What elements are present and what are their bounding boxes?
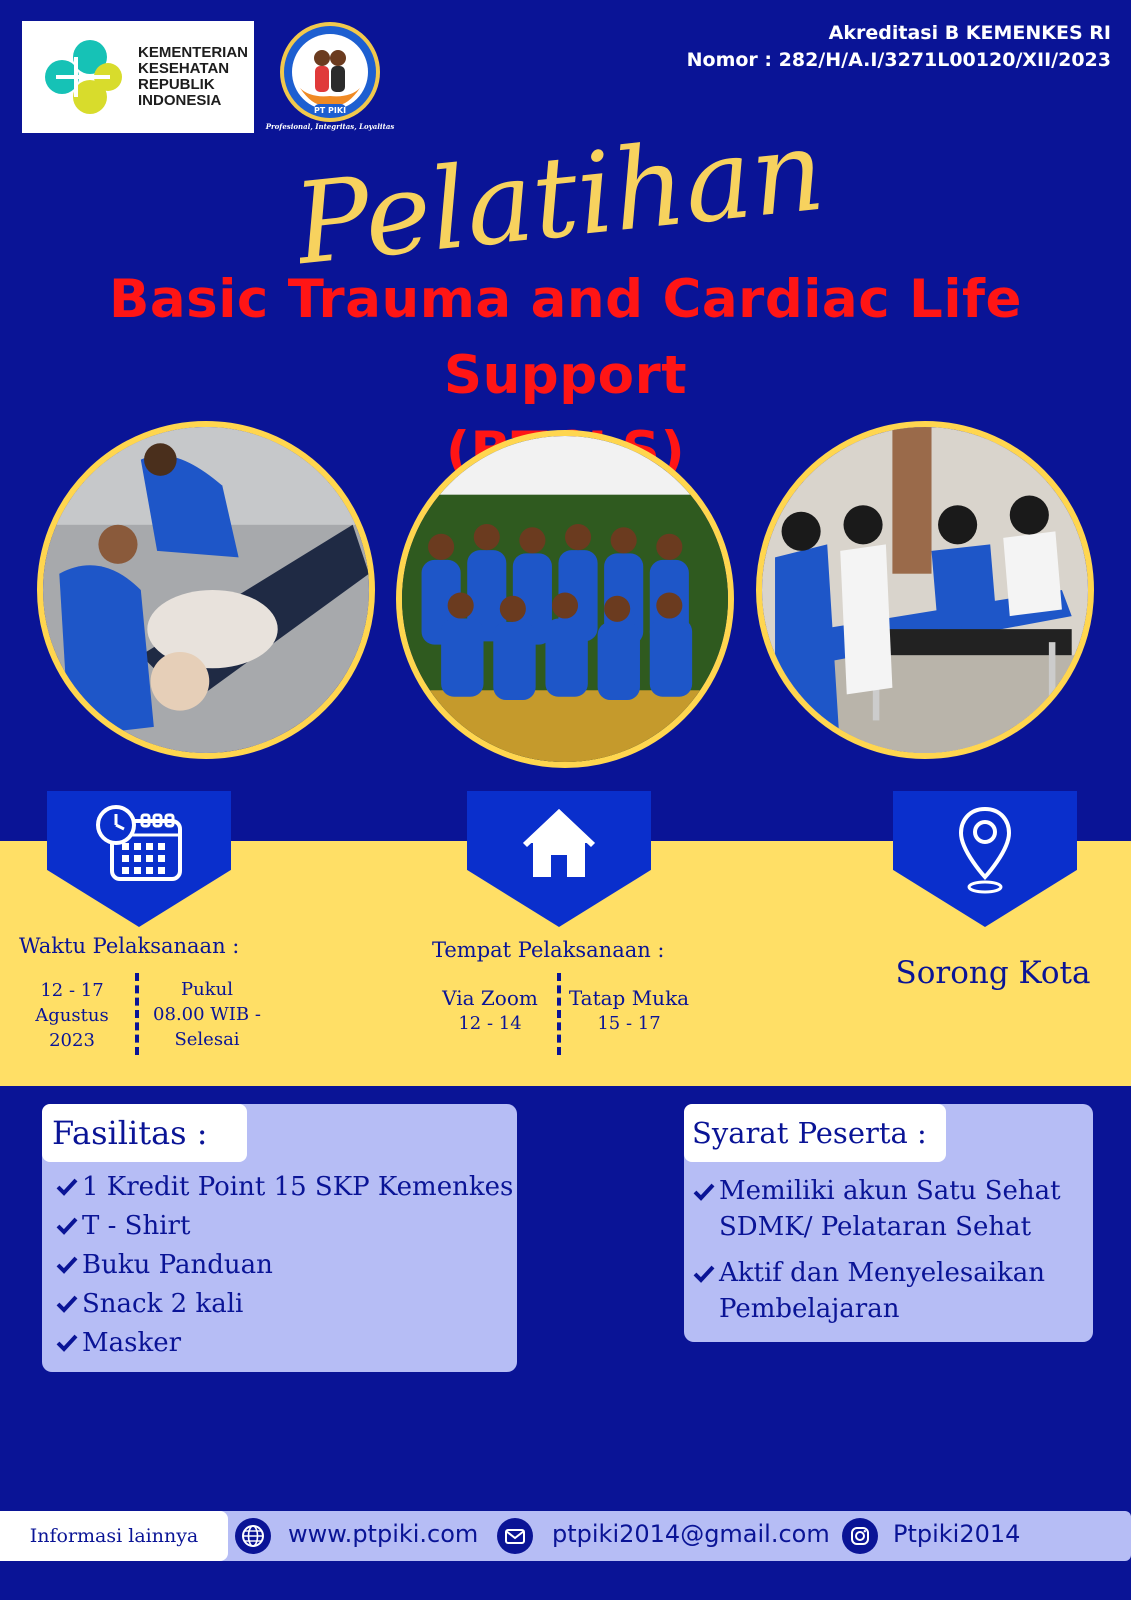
syarat-list: Memiliki akun Satu Sehat SDMK/ Pelataran… [693,1173,1088,1337]
kemenkes-logo-line: KEMENTERIAN [138,44,249,61]
photo-cpr-training [37,421,375,759]
mail-icon-glyph [505,1529,525,1544]
schedule-time-line: 08.00 WIB - [153,1004,261,1025]
photo-trauma-training [756,421,1094,759]
fasilitas-item: Buku Panduan [56,1248,513,1287]
syarat-item-line: SDMK/ Pelataran Sehat [719,1212,1032,1242]
fasilitas-item: Snack 2 kali [56,1287,513,1326]
schedule-date-line: Agustus [35,1005,109,1026]
fasilitas-title: Fasilitas : [42,1104,247,1162]
calendar-clock-icon [96,805,182,881]
fasilitas-item: T - Shirt [56,1209,513,1248]
accreditation-info: Akreditasi B KEMENKES RI Nomor : 282/H/A… [687,20,1111,74]
fasilitas-item-text: T - Shirt [82,1211,191,1241]
venue-offline-label: Tatap Muka [568,986,690,1010]
venue-online: Via Zoom 12 - 14 [432,986,548,1036]
location-city: Sorong Kota [895,955,1091,991]
venue-divider [557,973,561,1055]
venue-online-dates: 12 - 14 [458,1013,522,1034]
photo-trauma-scene [762,427,1088,753]
kemenkes-logo-mark [45,40,122,114]
venue-online-label: Via Zoom [442,986,538,1010]
checkmark-icon [56,1217,78,1235]
schedule-divider [135,973,139,1055]
script-title-text: Pelatihan [300,118,820,278]
kemenkes-logo-line: INDONESIA [138,92,222,109]
main-title-line: Basic Trauma and Cardiac Life Support [108,269,1022,406]
ptpiki-logo-label: PT PIKI [314,106,346,115]
map-pin-icon [958,806,1012,894]
schedule-date-line: 2023 [49,1030,95,1051]
kemenkes-logo-text: KEMENTERIAN KESEHATAN REPUBLIK INDONESIA [138,45,248,109]
fasilitas-item-text: Snack 2 kali [82,1289,244,1319]
checkmark-icon [56,1256,78,1274]
schedule-date: 12 - 17 Agustus 2023 [16,978,128,1053]
fasilitas-item-text: Buku Panduan [82,1250,273,1280]
schedule-time-line: Selesai [174,1029,240,1050]
home-icon [523,809,595,877]
venue-offline-dates: 15 - 17 [597,1013,661,1034]
script-title: Pelatihan [300,118,820,278]
fasilitas-item-text: Masker [82,1328,182,1358]
syarat-item: Aktif dan Menyelesaikan Pembelajaran [693,1255,1088,1327]
venue-heading: Tempat Pelaksanaan : [432,938,665,962]
instagram-link[interactable]: Ptpiki2014 [893,1520,1021,1548]
fasilitas-list: 1 Kredit Point 15 SKP Kemenkes T - Shirt… [56,1170,513,1365]
kemenkes-logo-line: KESEHATAN [138,60,230,77]
venue-offline: Tatap Muka 15 - 17 [565,986,693,1036]
photo-group-scene [402,436,728,762]
mail-icon [497,1518,533,1554]
accreditation-number: Nomor : 282/H/A.I/3271L00120/XII/2023 [686,49,1111,71]
schedule-time: Pukul 08.00 WIB - Selesai [143,977,271,1052]
photo-group-participants [396,430,734,768]
schedule-time-line: Pukul [181,979,233,1000]
globe-icon [235,1518,271,1554]
checkmark-icon [56,1334,78,1352]
fasilitas-item: Masker [56,1326,513,1365]
schedule-heading: Waktu Pelaksanaan : [19,934,240,958]
globe-icon-glyph [242,1525,264,1547]
ptpiki-tagline: Profesional, Integritas, Loyalitas [265,122,395,131]
schedule-date-line: 12 - 17 [40,980,104,1001]
accreditation-line: Akreditasi B KEMENKES RI [828,22,1111,44]
checkmark-icon [56,1295,78,1313]
checkmark-icon [693,1183,715,1201]
checkmark-icon [56,1178,78,1196]
syarat-item-line: Pembelajaran [719,1294,900,1324]
syarat-title: Syarat Peserta : [684,1104,946,1162]
footer-label: Informasi lainnya [0,1511,228,1561]
syarat-item: Memiliki akun Satu Sehat SDMK/ Pelataran… [693,1173,1088,1245]
syarat-item-line: Memiliki akun Satu Sehat [719,1176,1061,1206]
website-link[interactable]: www.ptpiki.com [288,1520,479,1548]
syarat-item-line: Aktif dan Menyelesaikan [719,1258,1046,1288]
ptpiki-logo: PT PIKI [280,22,380,122]
photo-cpr-scene [43,427,369,753]
checkmark-icon [693,1265,715,1283]
kemenkes-logo: KEMENTERIAN KESEHATAN REPUBLIK INDONESIA [22,21,254,133]
fasilitas-item-text: 1 Kredit Point 15 SKP Kemenkes [82,1172,514,1202]
kemenkes-logo-line: REPUBLIK [138,76,215,93]
email-link[interactable]: ptpiki2014@gmail.com [552,1520,830,1548]
fasilitas-item: 1 Kredit Point 15 SKP Kemenkes [56,1170,513,1209]
instagram-icon-glyph [851,1527,869,1545]
instagram-icon [842,1518,878,1554]
